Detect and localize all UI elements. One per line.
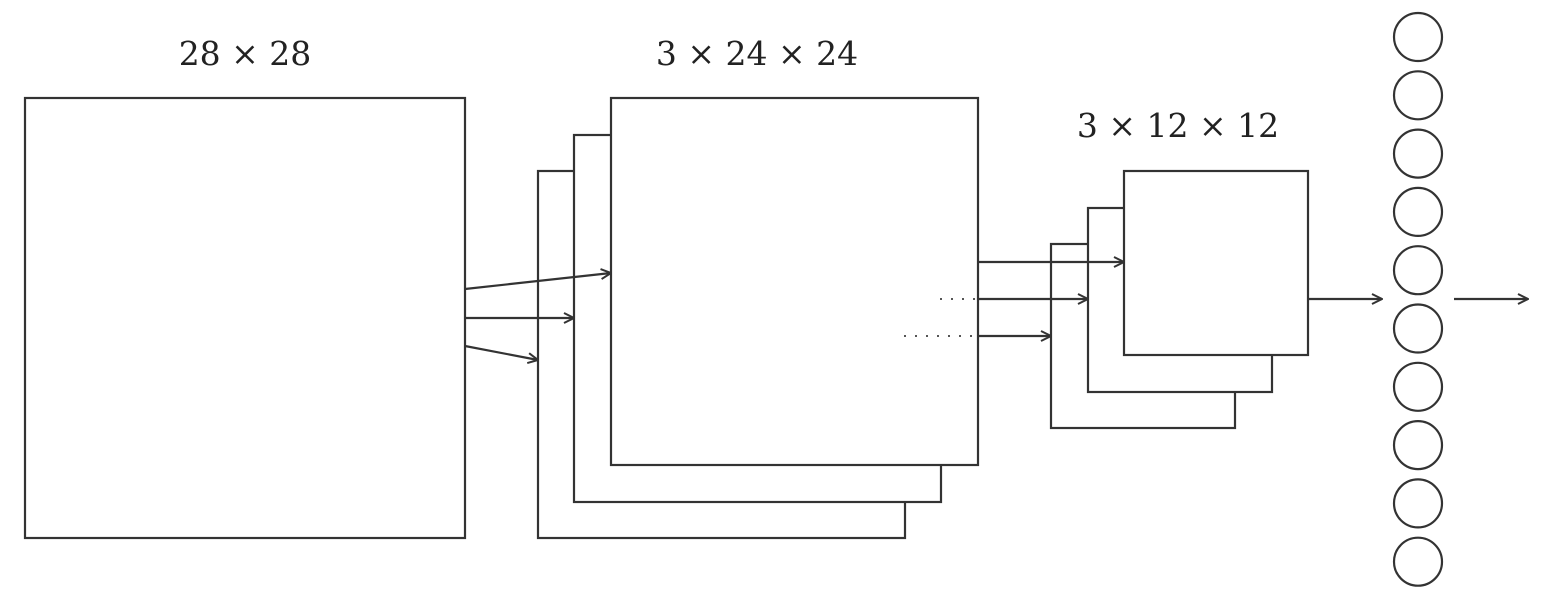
input-to-conv-arrow-3 [464,344,538,360]
output-neuron-3 [1392,128,1444,179]
output-neuron-6 [1392,303,1444,354]
input-to-conv-arrow-1 [464,273,611,291]
output-neurons [1392,11,1444,587]
output-neuron-2 [1392,70,1444,121]
output-neuron-1 [1392,11,1444,63]
output-neuron-10 [1392,536,1444,587]
conv-feature-map-1 [609,96,980,467]
output-neuron-7 [1392,361,1444,412]
output-neuron-5 [1392,245,1444,296]
output-neuron-8 [1392,420,1444,471]
input-dimension-label: 28 × 28 [179,34,312,73]
pool-feature-map-1 [1122,169,1310,357]
input-layer-box [23,96,467,540]
output-neuron-9 [1392,478,1444,529]
conv-dimension-label: 3 × 24 × 24 [656,34,858,73]
pool-dimension-label: 3 × 12 × 12 [1077,106,1279,145]
output-neuron-4 [1392,186,1444,237]
